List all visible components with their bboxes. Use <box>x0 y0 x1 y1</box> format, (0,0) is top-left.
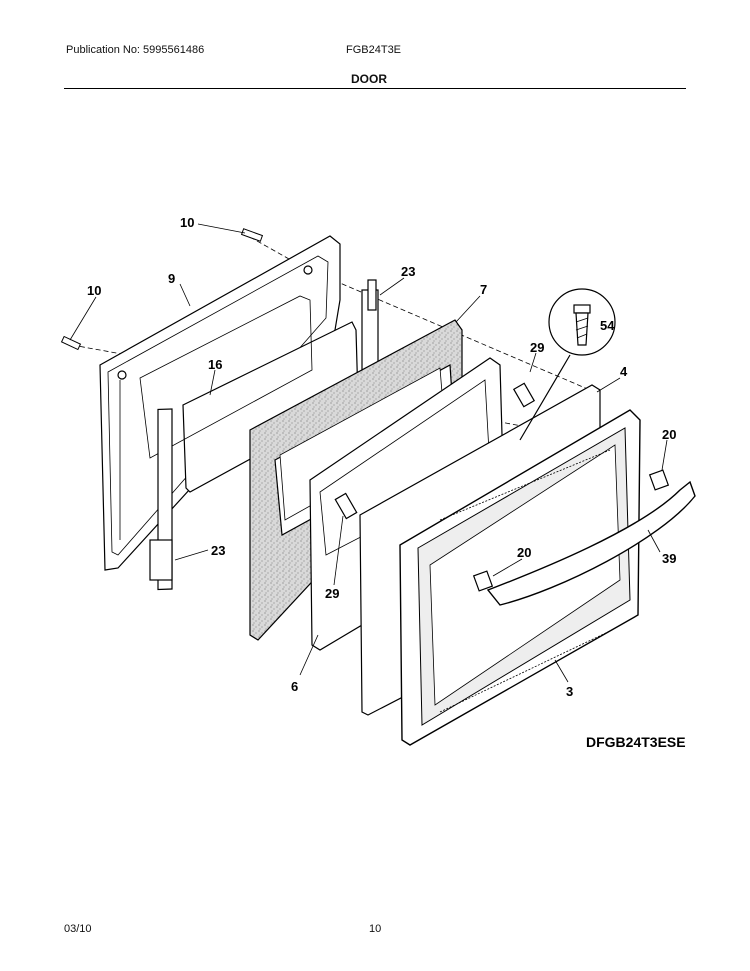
handle-mount-right <box>648 469 670 491</box>
callout-label: 10 <box>87 283 101 298</box>
callout-label: 7 <box>480 282 487 297</box>
callout-label: 23 <box>211 543 225 558</box>
screw-left <box>60 335 82 351</box>
handle-mount-left <box>472 570 494 592</box>
callout-label: 29 <box>530 340 544 355</box>
callout-label: 16 <box>208 357 222 372</box>
screw-detail-callout <box>519 288 616 441</box>
screw-top <box>240 228 264 242</box>
hinge-left <box>149 408 173 591</box>
callout-label: 29 <box>325 586 339 601</box>
callout-label: 9 <box>168 271 175 286</box>
section-title: DOOR <box>351 72 387 86</box>
spacer-left <box>334 492 358 520</box>
hinge-right <box>361 279 379 371</box>
callout-label: 6 <box>291 679 298 694</box>
callout-label: 20 <box>662 427 676 442</box>
spacer-right <box>512 382 536 408</box>
header-rule <box>64 88 686 89</box>
footer-date: 03/10 <box>64 923 92 935</box>
callout-label: 39 <box>662 551 676 566</box>
callout-labels: 10 10 9 23 7 16 29 54 4 20 23 29 20 39 6… <box>87 215 676 699</box>
callout-label: 23 <box>401 264 415 279</box>
callout-label: 54 <box>600 318 615 333</box>
footer-page-number: 10 <box>369 923 382 935</box>
callout-label: 10 <box>180 215 194 230</box>
publication-number: Publication No: 5995561486 <box>66 44 205 56</box>
diagram-code: DFGB24T3ESE <box>586 734 686 750</box>
model-number: FGB24T3E <box>346 44 402 56</box>
callout-label: 20 <box>517 545 531 560</box>
door-handle <box>486 480 696 606</box>
callout-label: 4 <box>620 364 628 379</box>
callout-label: 3 <box>566 684 573 699</box>
leader-lines <box>69 223 668 683</box>
